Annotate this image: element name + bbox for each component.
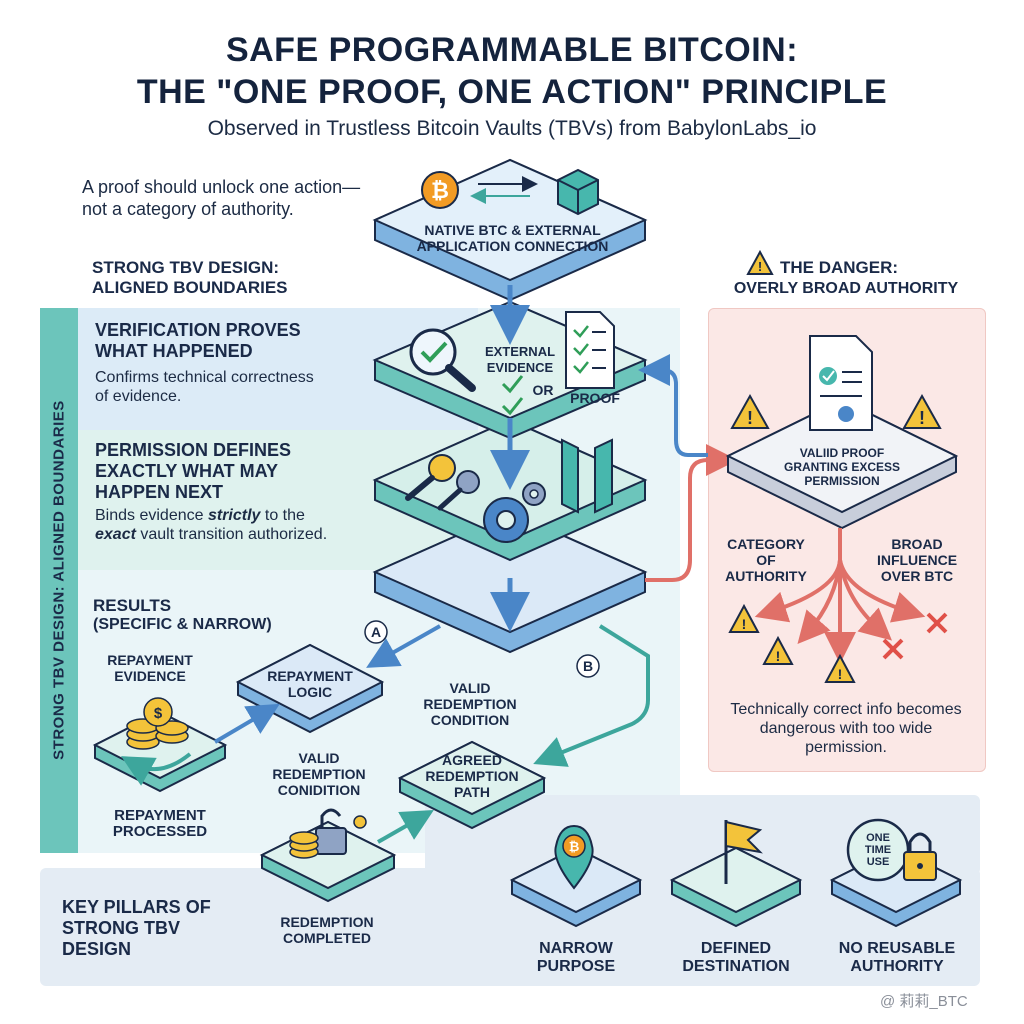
svg-text:₿: ₿ bbox=[569, 839, 580, 854]
watermark: @ 莉莉_BTC bbox=[880, 993, 968, 1010]
permission-text-part: vault transition authorized. bbox=[135, 526, 328, 543]
top-platform-label: NATIVE BTC & EXTERNAL APPLICATION CONNEC… bbox=[416, 222, 609, 254]
results-heading-1: RESULTS bbox=[93, 596, 172, 615]
flag-icon bbox=[724, 820, 763, 884]
redemption-completed-label: REDEMPTION COMPLETED bbox=[280, 914, 374, 946]
evidence-label: EXTERNAL EVIDENCE bbox=[484, 344, 556, 375]
arrow-to-evidence bbox=[638, 354, 708, 457]
danger-heading-2: OVERLY BROAD AUTHORITY bbox=[733, 280, 959, 297]
danger-platform bbox=[725, 398, 959, 530]
one-time-use-label: ONE TIME USE bbox=[864, 832, 892, 868]
category-of-authority-label: CATEGORY OF AUTHORITY bbox=[725, 536, 807, 584]
pillar-label-destination: DEFINED DESTINATION bbox=[682, 940, 790, 975]
repayment-evidence-label: REPAYMENT EVIDENCE bbox=[107, 652, 193, 684]
svg-text:$: $ bbox=[154, 705, 163, 722]
one-time-use-token-icon bbox=[846, 818, 910, 882]
redemption-path-label: AGREED REDEMPTION PATH bbox=[425, 752, 519, 800]
permission-strictly: strictly bbox=[207, 507, 261, 524]
cube-icon bbox=[557, 168, 599, 216]
arrow-lock-to-path bbox=[377, 810, 434, 844]
verification-heading: VERIFICATION PROVES WHAT HAPPENED bbox=[95, 320, 301, 361]
pillars-panel bbox=[40, 868, 980, 986]
permission-text-part: Binds evidence bbox=[95, 507, 208, 524]
checkmark-icon bbox=[501, 375, 524, 416]
pillars-heading: KEY PILLARS OF STRONG TBV DESIGN bbox=[62, 897, 211, 959]
redemption-condition-label-bottom: VALID REDEMPTION CONIDITION bbox=[272, 750, 366, 798]
strong-design-heading-2: ALIGNED BOUNDARIES bbox=[92, 278, 288, 297]
side-band bbox=[40, 308, 78, 853]
subtitle: Observed in Trustless Bitcoin Vaults (TB… bbox=[207, 117, 817, 140]
x-mark-icon bbox=[926, 612, 948, 634]
redemption-condition-label-top: VALID REDEMPTION CONDITION bbox=[423, 680, 517, 728]
warning-icon: ! bbox=[762, 635, 794, 665]
marker-b: B bbox=[582, 658, 594, 674]
proof-document-icon bbox=[809, 335, 873, 431]
padlock-icon bbox=[903, 832, 937, 881]
key-icon bbox=[405, 454, 480, 511]
svg-text:₿: ₿ bbox=[431, 178, 449, 203]
danger-heading-1: THE DANGER: bbox=[780, 258, 899, 277]
warning-icon: ! bbox=[728, 603, 760, 633]
pillar-label-no-reuse: NO REUSABLE AUTHORITY bbox=[838, 940, 956, 975]
magnifier-icon bbox=[409, 328, 476, 392]
verification-text: Confirms technical correctness of eviden… bbox=[95, 369, 314, 405]
arrow-path-b bbox=[533, 624, 650, 767]
title-line-2: THE "ONE PROOF, ONE ACTION" PRINCIPLE bbox=[136, 73, 888, 111]
redemption-path-platform bbox=[397, 740, 547, 830]
svg-text:!: ! bbox=[758, 259, 762, 274]
coin-stack-icon: $ bbox=[121, 697, 192, 786]
repayment-logic-label: REPAYMENT LOGIC bbox=[267, 668, 353, 700]
strong-design-heading-1: STRONG TBV DESIGN: bbox=[92, 258, 280, 277]
open-padlock-icon bbox=[289, 808, 367, 859]
broad-influence-label: BROAD INFLUENCE OVER BTC bbox=[876, 536, 958, 584]
marker-a: A bbox=[370, 624, 382, 640]
gate-icon bbox=[561, 438, 613, 514]
gear-icon bbox=[483, 482, 546, 543]
danger-proof-label: VALIID PROOF GRANTING EXCESS PERMISSION bbox=[783, 446, 900, 488]
proof-label: PROOF bbox=[570, 390, 620, 406]
x-mark-icon bbox=[882, 638, 904, 660]
spreading-arrows bbox=[754, 528, 926, 664]
document-icon bbox=[565, 311, 615, 389]
danger-text: Technically correct info becomes dangero… bbox=[730, 701, 962, 756]
svg-text:!: ! bbox=[742, 616, 747, 632]
repayment-processed-label: REPAYMENT PROCESSED bbox=[112, 807, 208, 840]
warning-icon: ! bbox=[730, 393, 770, 429]
or-label: OR bbox=[532, 382, 554, 398]
arrow-to-danger bbox=[645, 444, 738, 582]
intro-text: A proof should unlock one action—not a c… bbox=[82, 177, 361, 219]
permission-exact: exact bbox=[95, 526, 136, 543]
arrow-path-a bbox=[366, 624, 441, 668]
pillar-label-narrow: NARROW PURPOSE bbox=[536, 940, 616, 975]
svg-text:!: ! bbox=[838, 666, 843, 682]
permission-text: Binds evidence strictly to the exact vau… bbox=[95, 506, 335, 544]
marker-a-circle bbox=[364, 620, 388, 644]
marker-b-circle bbox=[576, 654, 600, 678]
warning-icon: ! bbox=[824, 653, 856, 683]
warning-icon: ! bbox=[746, 249, 774, 275]
svg-text:!: ! bbox=[919, 408, 925, 428]
warning-icon: ! bbox=[902, 393, 942, 429]
title-line-1: SAFE PROGRAMMABLE BITCOIN: bbox=[225, 31, 799, 69]
bitcoin-icon: ₿ bbox=[421, 171, 459, 209]
pillar-platform-destination bbox=[669, 846, 803, 928]
permission-text-part: to the bbox=[260, 507, 305, 524]
svg-text:!: ! bbox=[747, 408, 753, 428]
location-pin-icon: ₿ bbox=[554, 824, 594, 890]
svg-text:!: ! bbox=[776, 648, 781, 664]
results-heading-2: (SPECIFIC & NARROW) bbox=[93, 616, 272, 633]
permission-heading: PERMISSION DEFINES EXACTLY WHAT MAY HAPP… bbox=[95, 440, 292, 502]
exchange-arrows-icon bbox=[470, 176, 538, 204]
arrow-coins-to-logic bbox=[213, 703, 280, 744]
